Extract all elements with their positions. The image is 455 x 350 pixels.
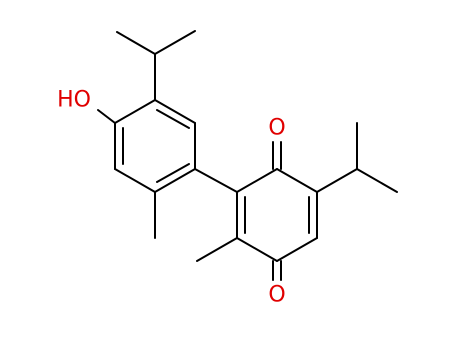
bond-iso-b-stem [316, 168, 358, 193]
lower-carbonyl-oxygen-label: O [268, 283, 285, 308]
atom-labels: HO O O [57, 88, 286, 308]
hydroxyl-label: HO [57, 88, 91, 113]
bond-methyl-b [196, 237, 238, 262]
bond-ring-b-4 [276, 237, 318, 262]
bond-biaryl [194, 168, 238, 193]
bond-iso-a-right [154, 30, 196, 55]
bond-ring-a-1 [154, 99, 196, 124]
bond-hydroxyl [97, 109, 116, 124]
bond-iso-a-left [116, 31, 156, 55]
bond-ring-a-1-inner [156, 109, 190, 129]
bond-ring-b-1 [236, 168, 278, 193]
bond-ring-b-2 [276, 168, 318, 193]
bond-ring-a-4 [114, 168, 156, 193]
bond-ring-a-3 [154, 168, 196, 193]
bond-iso-b-right [356, 168, 398, 193]
bond-ring-a-3-inner [156, 163, 190, 183]
bond-lines [97, 30, 398, 281]
bond-ring-a-6 [114, 99, 156, 124]
bond-ring-b-5 [236, 237, 278, 262]
upper-carbonyl-oxygen-label: O [268, 116, 285, 141]
